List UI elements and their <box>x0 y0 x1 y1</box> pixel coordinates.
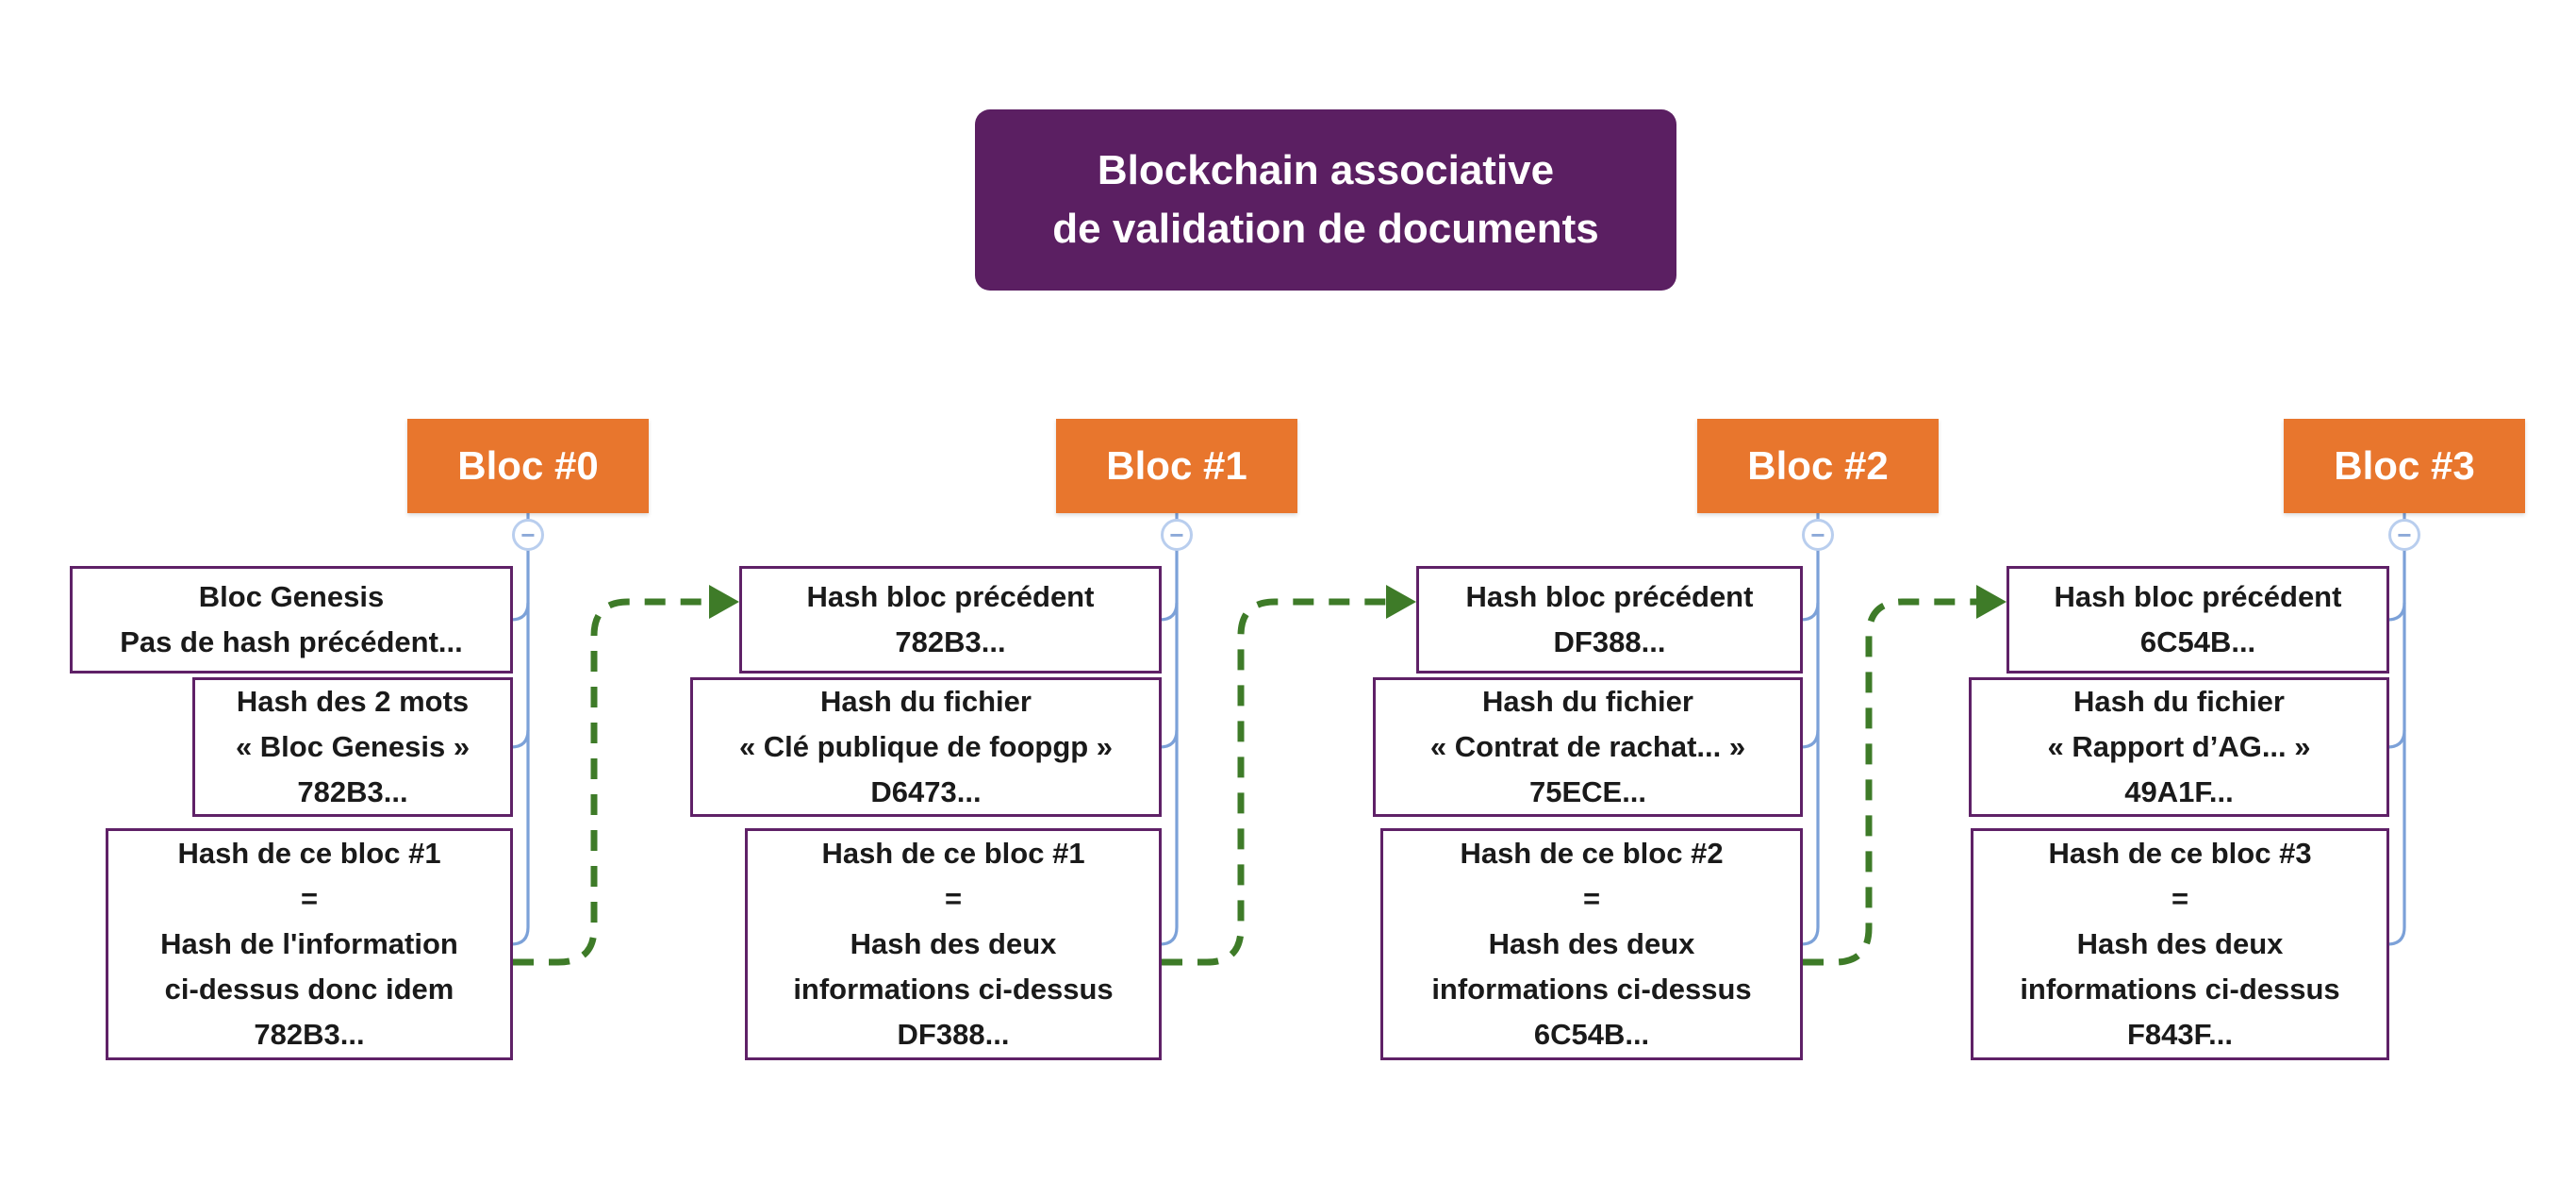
arrowhead-icon <box>1976 585 2006 619</box>
collapse-toggle-icon[interactable]: − <box>1802 519 1834 551</box>
node-file-hash-bloc3[interactable]: Hash du fichier « Rapport d’AG... » 49A1… <box>1969 677 2389 817</box>
arrowhead-icon <box>709 585 739 619</box>
node-line: DF388... <box>1553 625 1666 658</box>
node-line: Hash de ce bloc #3 <box>2048 837 2312 870</box>
node-file-hash-bloc2[interactable]: Hash du fichier « Contrat de rachat... »… <box>1373 677 1803 817</box>
node-block-hash-bloc0[interactable]: Hash de ce bloc #1 = Hash de l'informati… <box>106 828 513 1060</box>
node-line: 6C54B... <box>2139 625 2256 658</box>
node-line: Hash du fichier <box>2073 685 2285 718</box>
node-line: « Contrat de rachat... » <box>1429 730 1746 763</box>
node-line: informations ci-dessus <box>2020 973 2340 1006</box>
branch-connector <box>510 602 530 622</box>
node-block-hash-bloc1[interactable]: Hash de ce bloc #1 = Hash des deux infor… <box>745 828 1162 1060</box>
branch-connector <box>1800 602 1820 622</box>
node-block-hash-bloc2[interactable]: Hash de ce bloc #2 = Hash des deux infor… <box>1380 828 1803 1060</box>
node-line: « Bloc Genesis » <box>235 730 471 763</box>
node-line: 782B3... <box>895 625 1006 658</box>
node-line: 782B3... <box>297 775 408 808</box>
node-line: Hash de ce bloc #1 <box>177 837 441 870</box>
collapse-toggle-icon[interactable]: − <box>2388 519 2420 551</box>
branch-connector <box>2386 729 2406 749</box>
branch-connector <box>1159 926 1179 946</box>
node-line: Hash du fichier <box>820 685 1032 718</box>
block-header-bloc2[interactable]: Bloc #2 <box>1697 419 1939 513</box>
node-line: informations ci-dessus <box>793 973 1114 1006</box>
hash-link-arrow-bloc0-to-bloc1 <box>513 598 709 966</box>
branch-connector <box>1800 926 1820 946</box>
title-line: Blockchain associative <box>1097 147 1555 193</box>
node-line: Bloc Genesis <box>198 580 385 613</box>
node-line: Hash de ce bloc #2 <box>1460 837 1724 870</box>
node-prev-hash-bloc3[interactable]: Hash bloc précédent 6C54B... <box>2006 566 2389 674</box>
node-line: = <box>2171 882 2189 915</box>
node-line: Hash des deux <box>2076 927 2284 960</box>
arrowhead-icon <box>1386 585 1416 619</box>
branch-connector <box>510 729 530 749</box>
node-prev-hash-bloc2[interactable]: Hash bloc précédent DF388... <box>1416 566 1803 674</box>
node-line: 6C54B... <box>1533 1018 1650 1051</box>
title-line: de validation de documents <box>1052 206 1599 252</box>
node-line: Hash des deux <box>1488 927 1695 960</box>
node-line: Hash de l'information <box>160 927 458 960</box>
node-line: DF388... <box>897 1018 1010 1051</box>
node-line: 75ECE... <box>1528 775 1647 808</box>
branch-connector <box>1159 729 1179 749</box>
node-line: Hash bloc précédent <box>1465 580 1754 613</box>
node-line: Hash bloc précédent <box>806 580 1095 613</box>
node-line: F843F... <box>2127 1018 2233 1051</box>
block-header-bloc3[interactable]: Bloc #3 <box>2284 419 2525 513</box>
branch-connector <box>510 926 530 946</box>
node-line: 782B3... <box>254 1018 365 1051</box>
block-header-bloc0[interactable]: Bloc #0 <box>407 419 649 513</box>
node-line: Hash de ce bloc #1 <box>821 837 1085 870</box>
collapse-toggle-icon[interactable]: − <box>512 519 544 551</box>
branch-connector <box>2386 602 2406 622</box>
branch-connector <box>1159 602 1179 622</box>
node-prev-hash-bloc1[interactable]: Hash bloc précédent 782B3... <box>739 566 1162 674</box>
collapse-toggle-icon[interactable]: − <box>1161 519 1193 551</box>
map-root-title-node[interactable]: Blockchain associative de validation de … <box>975 109 1676 291</box>
node-line: 49A1F... <box>2124 775 2234 808</box>
node-line: = <box>300 882 319 915</box>
node-line: = <box>944 882 963 915</box>
node-line: informations ci-dessus <box>1431 973 1752 1006</box>
node-line: Hash des deux <box>850 927 1057 960</box>
branch-connector <box>2386 926 2406 946</box>
node-file-hash-bloc0[interactable]: Hash des 2 mots « Bloc Genesis » 782B3..… <box>192 677 513 817</box>
node-line: D6473... <box>870 775 982 808</box>
node-line: « Clé publique de foopgp » <box>738 730 1114 763</box>
hash-link-arrow-bloc2-to-bloc3 <box>1803 598 1976 966</box>
branch-connector <box>1800 729 1820 749</box>
block-header-bloc1[interactable]: Bloc #1 <box>1056 419 1297 513</box>
node-line: = <box>1582 882 1601 915</box>
node-file-hash-bloc1[interactable]: Hash du fichier « Clé publique de foopgp… <box>690 677 1162 817</box>
node-line: Hash bloc précédent <box>2054 580 2342 613</box>
node-line: Pas de hash précédent... <box>120 625 463 658</box>
node-line: Hash des 2 mots <box>236 685 470 718</box>
node-line: « Rapport d’AG... » <box>2047 730 2311 763</box>
node-block-hash-bloc3[interactable]: Hash de ce bloc #3 = Hash des deux infor… <box>1971 828 2389 1060</box>
hash-link-arrow-bloc1-to-bloc2 <box>1162 598 1386 966</box>
node-line: ci-dessus donc idem <box>164 973 454 1006</box>
node-genesis-bloc0[interactable]: Bloc Genesis Pas de hash précédent... <box>70 566 513 674</box>
node-line: Hash du fichier <box>1482 685 1693 718</box>
